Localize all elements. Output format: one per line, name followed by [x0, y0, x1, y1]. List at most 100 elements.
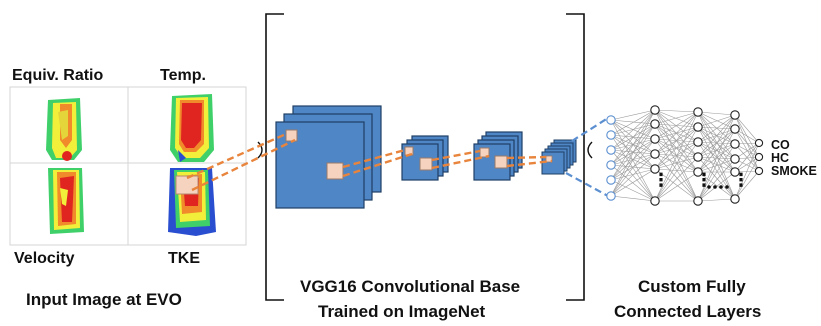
- output-smoke: SMOKE: [771, 164, 817, 178]
- fc-edge: [610, 153, 656, 197]
- fc-edge: [610, 153, 656, 181]
- fc-edge: [610, 109, 656, 136]
- feature-map-stack-1: [275, 105, 382, 209]
- fc-edge: [697, 171, 736, 200]
- input-patch: [175, 175, 199, 195]
- ellipsis-col2: ⋮: [652, 170, 670, 190]
- fc-edge: [654, 171, 699, 202]
- neuron: [730, 154, 740, 164]
- fc-edge: [697, 141, 736, 200]
- fc-edge: [697, 158, 736, 202]
- fc-edge: [654, 109, 699, 158]
- neuron: [606, 115, 616, 125]
- fc-edge: [610, 168, 656, 181]
- input-caption: Input Image at EVO: [26, 290, 182, 309]
- label-equiv-ratio: Equiv. Ratio: [12, 67, 103, 84]
- equiv-ratio-map: [46, 98, 82, 161]
- fc-edge: [734, 142, 760, 160]
- neuron: [650, 134, 660, 144]
- right-brace-tick: [587, 141, 593, 159]
- fc-edge: [610, 123, 656, 181]
- fc-edge: [610, 109, 656, 197]
- fc-caption-line1: Custom Fully: [638, 277, 746, 296]
- tke-map: [168, 168, 216, 236]
- fc-edge: [654, 111, 699, 140]
- fc-edge: [697, 111, 736, 116]
- fc-edge: [610, 109, 656, 181]
- fc-edge: [697, 126, 736, 200]
- fc-edge: [654, 126, 699, 202]
- fc-edge: [610, 195, 656, 202]
- fc-edge: [610, 119, 656, 125]
- fc-edge: [697, 128, 736, 143]
- fc-edge: [610, 109, 656, 121]
- fc-edge: [654, 141, 699, 170]
- fc-edge: [697, 114, 736, 158]
- fc-edge: [734, 142, 760, 200]
- label-temp: Temp.: [160, 67, 206, 84]
- neuron: [693, 137, 703, 147]
- conv-caption-line2: Trained on ImageNet: [318, 302, 486, 321]
- fc-edge: [654, 111, 699, 155]
- neuron: [606, 160, 616, 170]
- fc-edge: [654, 111, 699, 125]
- fc-edge: [654, 109, 699, 143]
- fc-edge: [697, 114, 736, 173]
- neuron: [650, 164, 660, 174]
- neuron: [650, 196, 660, 206]
- label-velocity: Velocity: [14, 250, 75, 267]
- fc-edge: [654, 111, 699, 170]
- fc-edge: [654, 109, 699, 113]
- fc-edges: [610, 109, 760, 202]
- neuron: [693, 107, 703, 117]
- fc-edge: [734, 142, 760, 173]
- feature-map-stack-3: [473, 131, 523, 181]
- fc-edge: [734, 114, 760, 144]
- fc-edge: [697, 111, 736, 173]
- fc-edge: [697, 114, 736, 143]
- temperature-map: [170, 94, 214, 162]
- fc-edge: [654, 168, 699, 173]
- fc-edge: [610, 123, 656, 197]
- output-co: CO: [771, 138, 790, 152]
- fc-edge: [697, 114, 736, 128]
- ellipsis-col3: ⋮: [695, 170, 713, 190]
- neuron: [693, 167, 703, 177]
- horizontal-ellipsis: [707, 185, 729, 189]
- neuron: [606, 191, 616, 201]
- fc-edge: [734, 170, 760, 200]
- label-tke: TKE: [168, 250, 200, 267]
- fc-edge: [697, 198, 736, 202]
- fc-edge: [654, 109, 699, 173]
- fc-edge: [654, 156, 699, 202]
- fc-edge: [654, 111, 699, 202]
- neuron: [606, 130, 616, 140]
- fc-connectors: [565, 117, 609, 197]
- fc-edge: [610, 109, 656, 166]
- fc-edge: [697, 111, 736, 200]
- neuron: [650, 149, 660, 159]
- neuron: [730, 194, 740, 204]
- output-neuron: [754, 152, 764, 162]
- fc-edge: [697, 126, 736, 173]
- neuron: [650, 119, 660, 129]
- neuron: [650, 105, 660, 115]
- conv-caption-line1: VGG16 Convolutional Base: [300, 277, 520, 296]
- fc-nodes: [606, 105, 764, 206]
- fc-edge: [610, 109, 656, 151]
- fc-edge: [734, 156, 760, 200]
- output-neuron: [754, 138, 764, 148]
- patch-connectors: [186, 132, 553, 192]
- feature-map-stack-4: [541, 139, 577, 175]
- neuron: [730, 124, 740, 134]
- input-image-grid: [9, 86, 247, 246]
- ellipsis-col4: ⋮: [732, 170, 750, 190]
- neuron: [693, 122, 703, 132]
- feature-map-stack-2: [401, 135, 449, 181]
- neuron: [730, 167, 740, 177]
- fc-edge: [697, 141, 736, 173]
- fc-edge: [697, 128, 736, 202]
- fc-edge: [697, 111, 736, 130]
- neuron: [606, 175, 616, 185]
